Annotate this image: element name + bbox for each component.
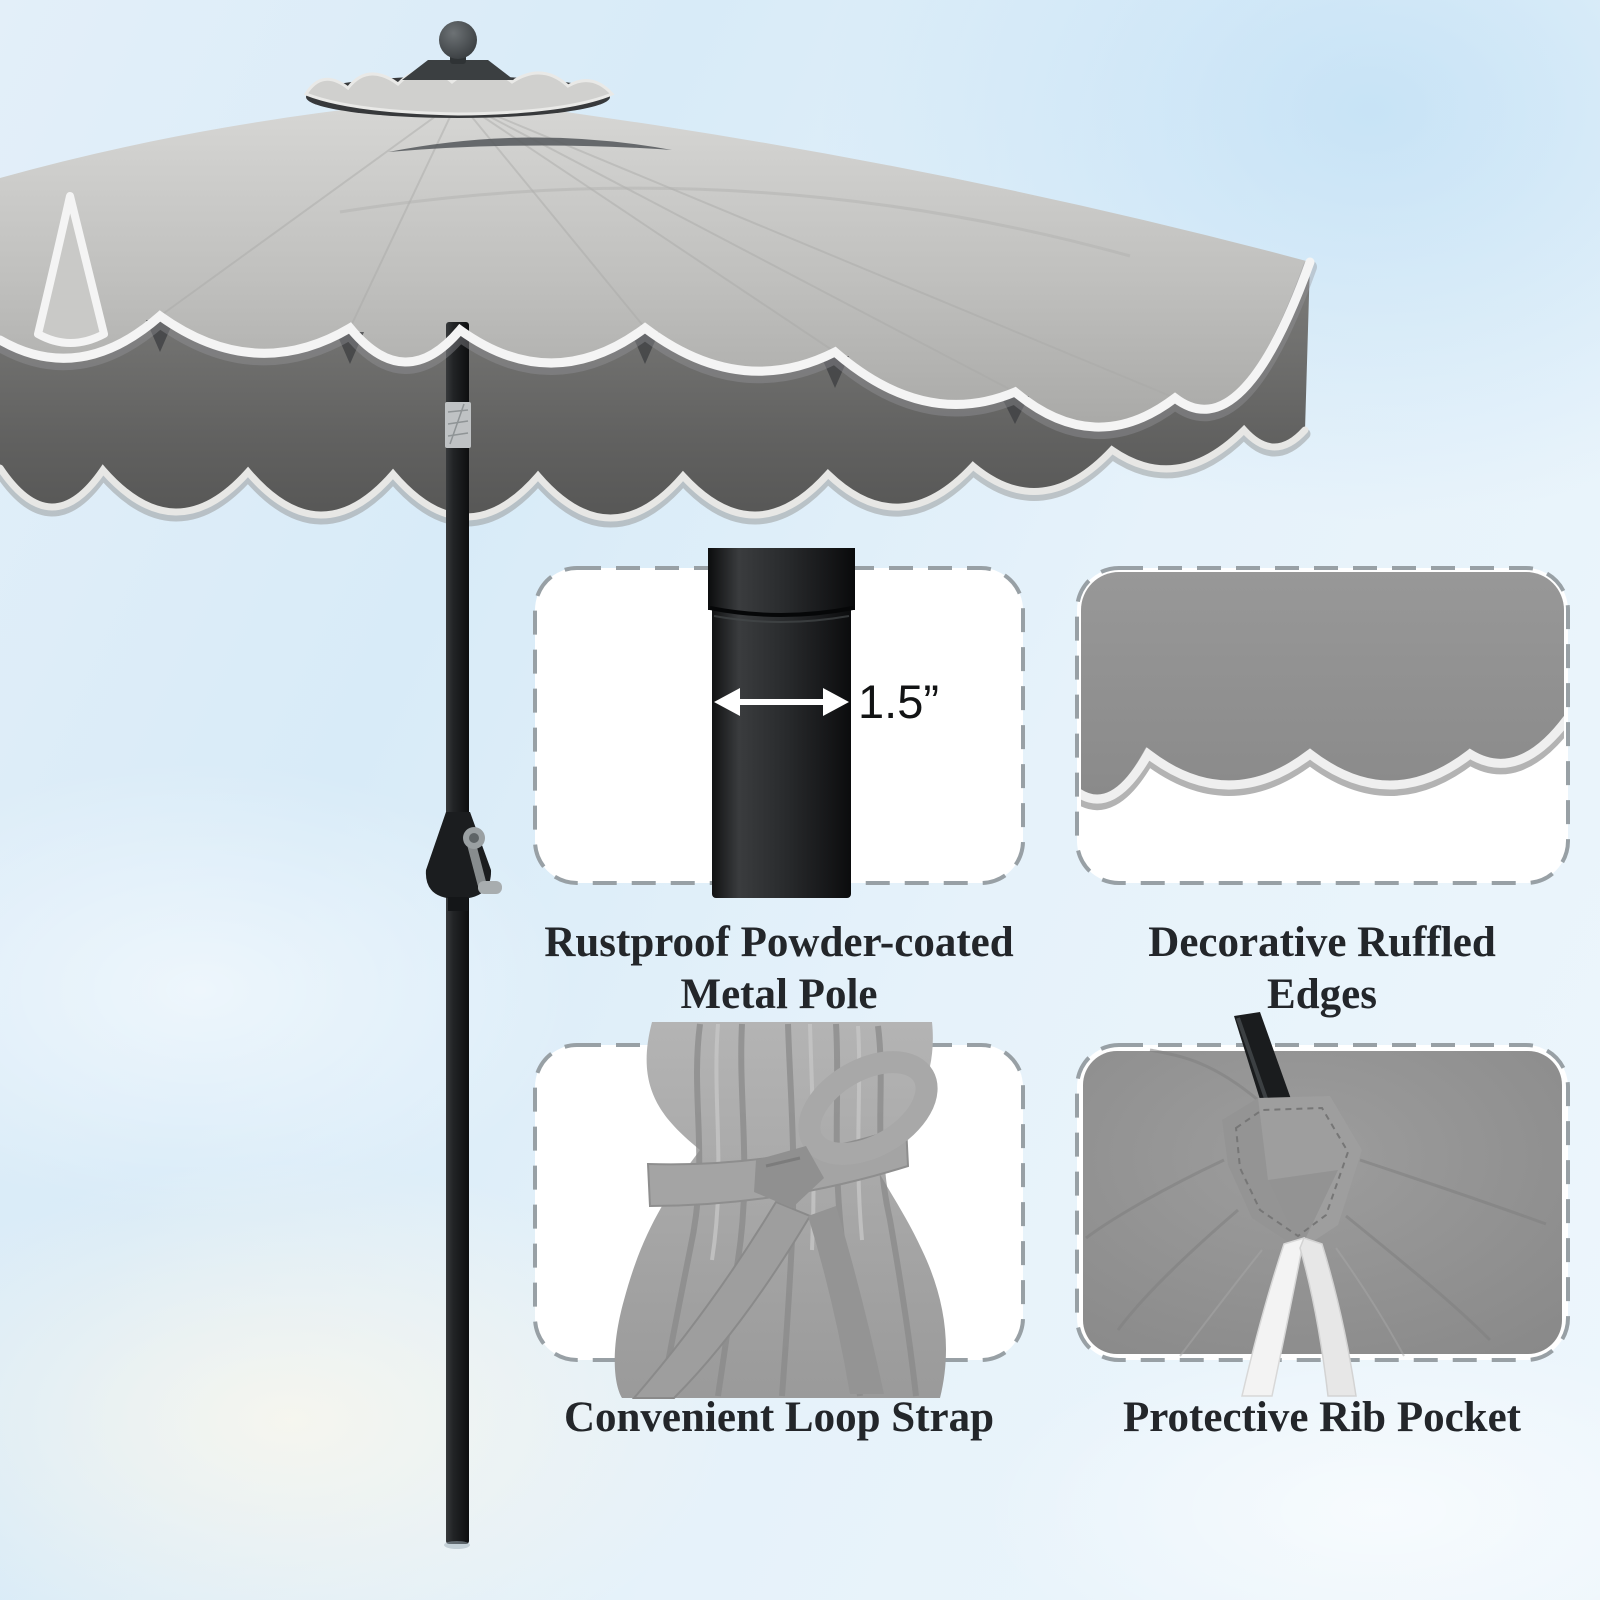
umbrella-finial (303, 21, 615, 118)
valance-piping (0, 424, 1309, 522)
strap-closeup (614, 1022, 946, 1399)
width-arrow (714, 688, 849, 716)
feature-title-pocket: Protective Rib Pocket (1122, 1394, 1521, 1441)
ruffled-cap (303, 68, 615, 116)
pole-closeup (708, 548, 855, 898)
strap-bow-loop (798, 1051, 938, 1165)
finial-ball (439, 21, 477, 59)
pocket-stitching (1234, 1106, 1350, 1238)
pocket-closeup (1083, 1012, 1562, 1397)
canopy-tier-seam (339, 186, 1131, 258)
feature-title-pole-line2: Metal Pole (680, 971, 878, 1018)
feature-title-strap: Convenient Loop Strap (563, 1394, 995, 1441)
umbrella (0, 21, 1317, 1549)
canopy-vent-shadow (388, 137, 672, 152)
crank-arm (467, 841, 487, 889)
feature-title-ruffle-line2: Edges (1267, 971, 1377, 1018)
umbrella-canopy (0, 98, 1310, 428)
ruffle-closeup (1081, 572, 1564, 811)
feature-title-pole-line1: Rustproof Powder-coated (544, 919, 1014, 966)
pole-diameter-label: 1.5” (858, 675, 939, 728)
pole-tag (445, 402, 471, 448)
strap-tail-short (808, 1206, 884, 1394)
hem-piping (0, 257, 1315, 432)
canopy-seams (159, 99, 1176, 399)
rib-strap-right (1299, 1237, 1357, 1397)
strap-tail-long (631, 1200, 812, 1399)
hem-spike-flap (34, 192, 108, 347)
feature-title-ruffle-line1: Decorative Ruffled (1148, 919, 1496, 966)
umbrella-pole (446, 322, 469, 1544)
fabric-creases (1085, 1048, 1547, 1342)
strap-knot (754, 1146, 824, 1208)
feature-title-ruffle: Decorative Ruffled Edges (1060, 917, 1584, 1021)
pole-end-shadow (444, 1541, 470, 1549)
pole-tag-lines (447, 403, 469, 445)
feature-title-pole: Rustproof Powder-coated Metal Pole (517, 917, 1041, 1021)
rib-strap-left (1241, 1236, 1305, 1397)
feature-panels (533, 548, 1570, 1399)
umbrella-crank (425, 812, 502, 911)
crank-knob (478, 881, 502, 894)
